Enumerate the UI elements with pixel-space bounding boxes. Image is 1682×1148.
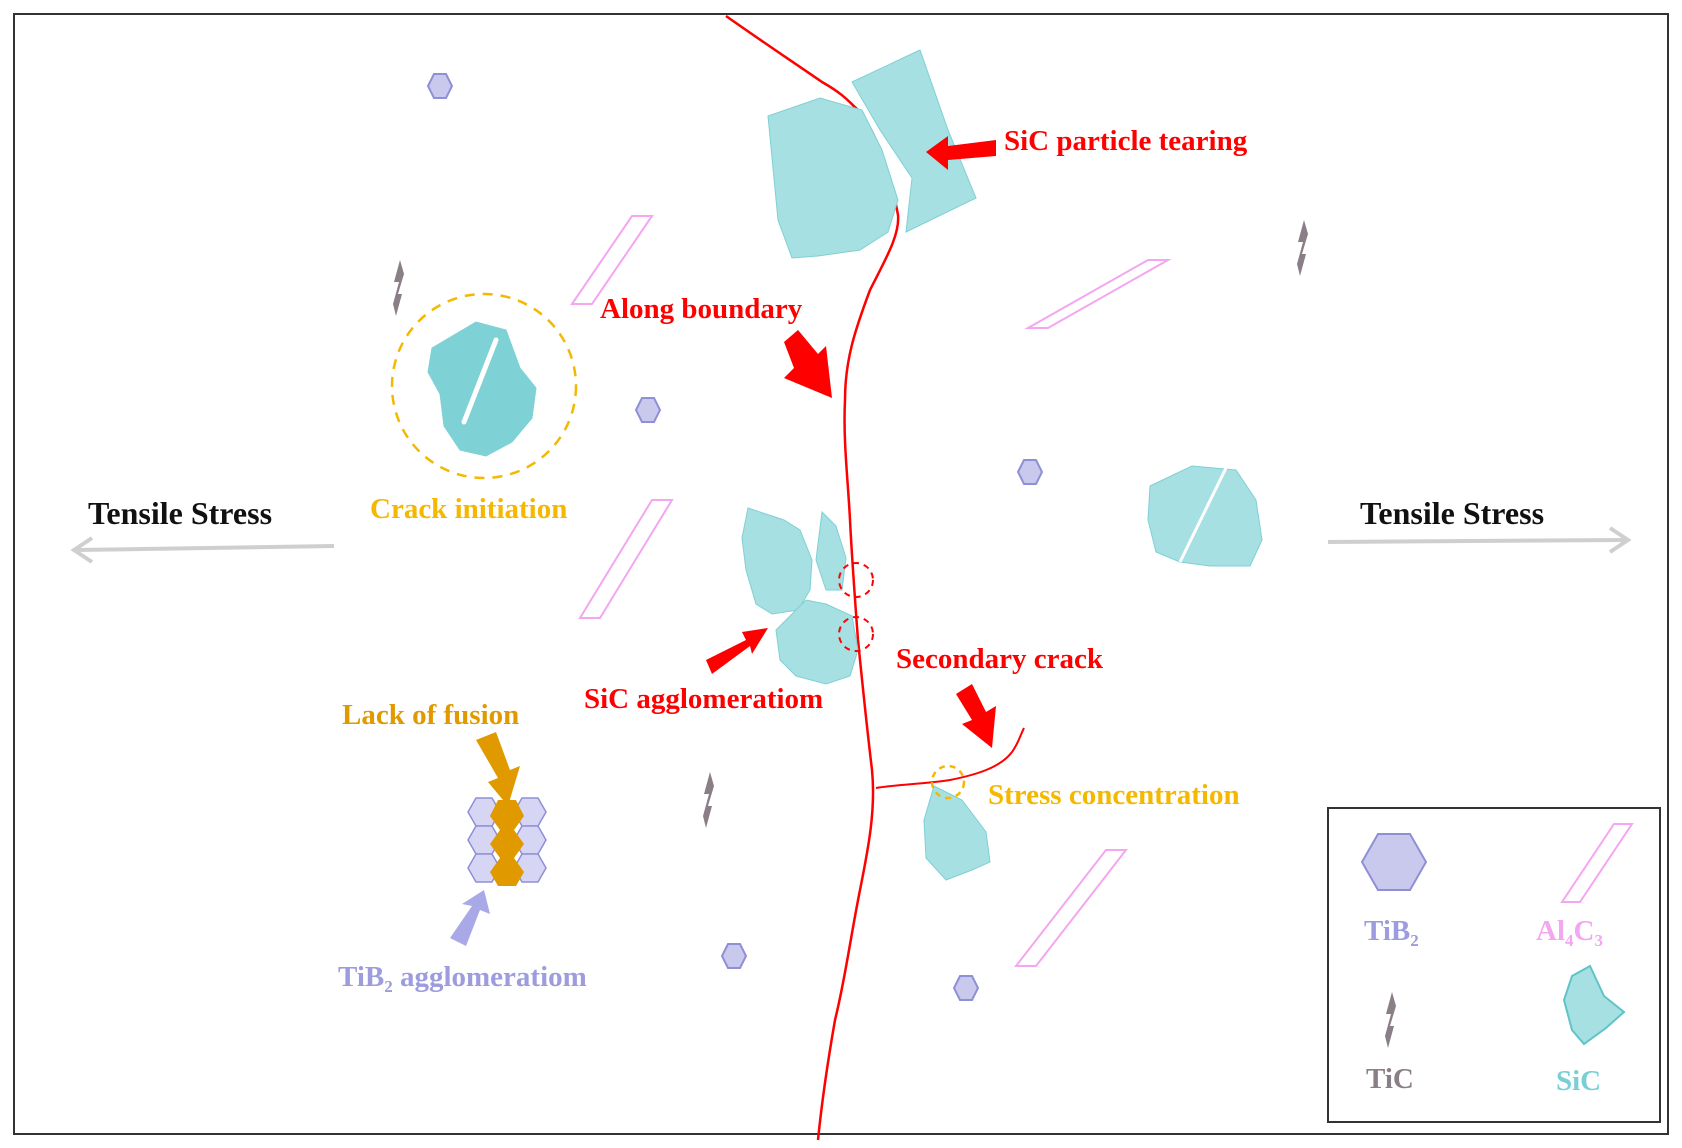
label-tensile-stress-right: Tensile Stress <box>1360 495 1544 531</box>
tensile-arrow-right <box>1327 526 1632 554</box>
tensile-arrow-left <box>70 536 335 564</box>
sic-agglomeration-c <box>775 599 859 685</box>
sic-particle-torn-left <box>767 97 899 259</box>
arrow-sic-tearing <box>926 136 996 170</box>
label-tensile-stress-left: Tensile Stress <box>88 495 272 531</box>
sic-agglomeration-a <box>741 507 813 615</box>
tib2-hexagon-2 <box>635 397 661 423</box>
legend-al4c3-label: Al4C3 <box>1536 915 1603 950</box>
sic-particle-right <box>1147 465 1263 567</box>
outer-frame <box>13 13 1669 1135</box>
legend-tib2-icon <box>1360 833 1428 891</box>
sic-particle-right-crack <box>1178 467 1228 563</box>
tic-particle-3 <box>703 772 714 828</box>
al4c3-plate-4 <box>1013 849 1129 967</box>
arrow-lack-of-fusion <box>476 732 520 806</box>
label-lack-of-fusion: Lack of fusion <box>342 699 519 731</box>
sic-particle-torn-right <box>851 49 977 233</box>
lack-of-fusion-core <box>490 800 524 886</box>
legend-sic-icon <box>1562 964 1626 1046</box>
arrow-sic-agglomeration <box>706 628 768 674</box>
label-along-boundary: Along boundary <box>600 293 803 325</box>
legend-al4c3-icon <box>1560 823 1634 903</box>
label-tib2-agglomeration: TiB2 agglomeratiom <box>338 961 587 996</box>
label-sic-agglomeration: SiC agglomeratiom <box>584 683 823 715</box>
crack-initiation-circle <box>390 292 578 480</box>
legend: TiB2 Al4C3 TiC SiC <box>1327 807 1661 1123</box>
stress-concentration-circle <box>930 764 966 800</box>
sic-particle-crack-initiation <box>427 321 537 457</box>
tic-particle-2 <box>1297 220 1308 276</box>
label-stress-concentration: Stress concentration <box>988 779 1240 811</box>
internal-crack-white <box>461 337 499 425</box>
label-sic-particle-tearing: SiC particle tearing <box>1004 125 1248 157</box>
tib2-hexagon-1 <box>427 73 453 99</box>
tic-particle-1 <box>393 260 404 316</box>
label-crack-initiation: Crack initiation <box>370 493 567 525</box>
al4c3-plate-3 <box>578 499 674 619</box>
agglomeration-contact-circle-1 <box>838 562 874 598</box>
agglomeration-contact-circle-2 <box>838 616 874 652</box>
sic-agglomeration-b <box>815 510 847 591</box>
al4c3-plate-2 <box>1024 259 1172 329</box>
al4c3-plate-1 <box>570 215 654 305</box>
arrow-tib2-agglomeration <box>450 890 490 946</box>
label-secondary-crack: Secondary crack <box>896 643 1104 675</box>
sic-particle-stress-concentration <box>923 785 991 881</box>
legend-tib2-label: TiB2 <box>1364 915 1419 950</box>
tib2-hexagon-5 <box>953 975 979 1001</box>
tib2-hexagon-4 <box>721 943 747 969</box>
secondary-crack-line <box>875 727 1025 789</box>
tib2-agglomeration-cluster <box>467 797 547 886</box>
arrow-secondary-crack <box>956 684 996 748</box>
legend-sic-label: SiC <box>1556 1065 1601 1097</box>
tib2-hexagon-3 <box>1017 459 1043 485</box>
arrow-along-boundary <box>784 330 832 398</box>
legend-tic-label: TiC <box>1366 1063 1414 1095</box>
